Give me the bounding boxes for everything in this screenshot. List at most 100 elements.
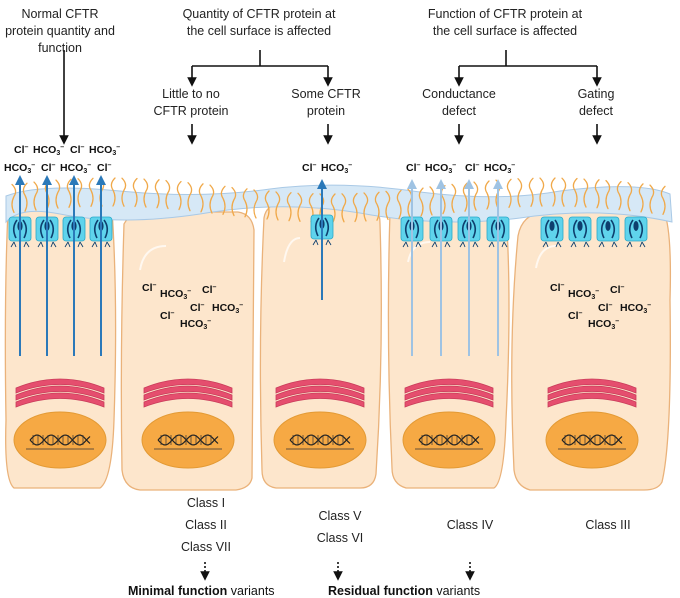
chloride-ion-label: Cl–: [465, 162, 479, 174]
chloride-ion-label: Cl–: [142, 282, 156, 294]
cilium: [220, 185, 226, 216]
channel-wall: [49, 219, 55, 239]
cilium: [165, 179, 171, 210]
cilium: [616, 180, 622, 211]
channel-wall: [414, 219, 420, 239]
cilium: [396, 189, 402, 220]
class-ii: Class II: [185, 518, 227, 532]
cilium: [176, 180, 182, 211]
chloride-ion-label: Cl–: [406, 162, 420, 174]
cilium: [407, 188, 413, 218]
golgi-2: [143, 385, 233, 401]
channel-wall: [404, 219, 410, 239]
bicarbonate-ion-label: HCO3–: [60, 162, 91, 175]
cilium: [473, 181, 479, 211]
cilium: [418, 187, 424, 217]
channel-tail: [431, 241, 451, 248]
dna-strand: [289, 434, 351, 446]
bicarbonate-ion-label: HCO3–: [4, 162, 35, 175]
ion-charge: –: [87, 162, 92, 169]
nucleus-3: [273, 411, 367, 469]
ion-subscript: 3: [56, 150, 61, 157]
chloride-ion-label: Cl–: [202, 284, 216, 296]
header-normal: Normal CFTR protein quantity and functio…: [5, 7, 115, 55]
cilium: [55, 179, 61, 209]
subheader-some: Some CFTR protein: [291, 87, 361, 118]
ion-symbol: HCO: [4, 162, 28, 174]
channel-wall: [103, 219, 109, 239]
ion-charge: –: [187, 288, 192, 295]
ion-symbol: HCO: [180, 318, 204, 330]
golgi-4: [404, 378, 494, 394]
ion-symbol: Cl: [142, 282, 153, 294]
channel-wall: [76, 219, 82, 239]
ion-subscript: 3: [112, 150, 117, 157]
channel-tail: [570, 241, 590, 248]
channel-wall: [461, 219, 467, 239]
header-function: Function of CFTR protein at the cell sur…: [427, 7, 583, 38]
dna-strand: [418, 434, 480, 446]
golgi-4: [404, 392, 494, 408]
minimal-function-label: Minimal function: [128, 584, 228, 598]
ion-subscript: 3: [27, 168, 32, 175]
bicarbonate-ion-label: HCO3–: [212, 302, 243, 315]
channel-wall: [572, 219, 578, 239]
ion-subscript: 3: [183, 294, 188, 301]
golgi-1: [15, 378, 105, 394]
channel-wall: [443, 219, 449, 239]
ion-symbol: HCO: [33, 144, 57, 156]
golgi-1: [15, 392, 105, 408]
cilium: [11, 183, 17, 214]
cilium: [451, 183, 457, 214]
channel-tail: [91, 241, 111, 248]
cilium: [385, 190, 391, 221]
nucleus-2: [141, 411, 235, 469]
channel-tail: [402, 241, 422, 248]
channel-gating: [568, 216, 592, 248]
cilium: [297, 192, 303, 222]
ion-charge: –: [647, 302, 652, 309]
cilium: [242, 188, 248, 218]
ion-symbol: Cl: [465, 162, 476, 174]
cilium: [22, 182, 28, 212]
channel-wall: [628, 219, 634, 239]
channel-gating: [540, 216, 564, 248]
cilium: [594, 179, 600, 209]
class-vii: Class VII: [180, 540, 231, 554]
ion-charge: –: [348, 162, 353, 169]
golgi-3: [275, 385, 365, 401]
bicarbonate-ion-label: HCO3–: [588, 318, 619, 331]
bicarbonate-ion-label: HCO3–: [620, 302, 651, 315]
channel-wall: [600, 219, 606, 239]
cilium: [528, 177, 534, 207]
ion-symbol: Cl: [14, 144, 25, 156]
chloride-ion-label: Cl–: [550, 282, 564, 294]
class-iii: Class III: [585, 518, 631, 532]
ion-subscript: 3: [83, 168, 88, 175]
cilium: [231, 186, 237, 217]
channel-pore: [577, 221, 583, 231]
ion-symbol: Cl: [41, 162, 52, 174]
cilium: [649, 184, 655, 214]
ion-symbol: HCO: [620, 302, 644, 314]
channel-pore: [549, 221, 555, 231]
channel-wall: [324, 217, 330, 237]
cilium: [330, 193, 336, 223]
ion-subscript: 3: [344, 168, 349, 175]
cilium: [33, 181, 39, 211]
chloride-ion-label: Cl–: [190, 302, 204, 314]
channel-tail: [37, 241, 57, 248]
ion-symbol: HCO: [160, 288, 184, 300]
cell-highlight-2: [283, 237, 301, 263]
channel-tail: [626, 241, 646, 248]
channel-wall: [500, 219, 506, 239]
nucleus-5: [545, 411, 639, 469]
cilium: [440, 184, 446, 215]
ion-symbol: HCO: [568, 288, 592, 300]
class-v: Class V: [318, 509, 362, 523]
channel-wall: [39, 219, 45, 239]
ion-symbol: Cl: [302, 162, 313, 174]
dna-strand: [29, 434, 91, 446]
ion-charge: –: [51, 162, 56, 169]
